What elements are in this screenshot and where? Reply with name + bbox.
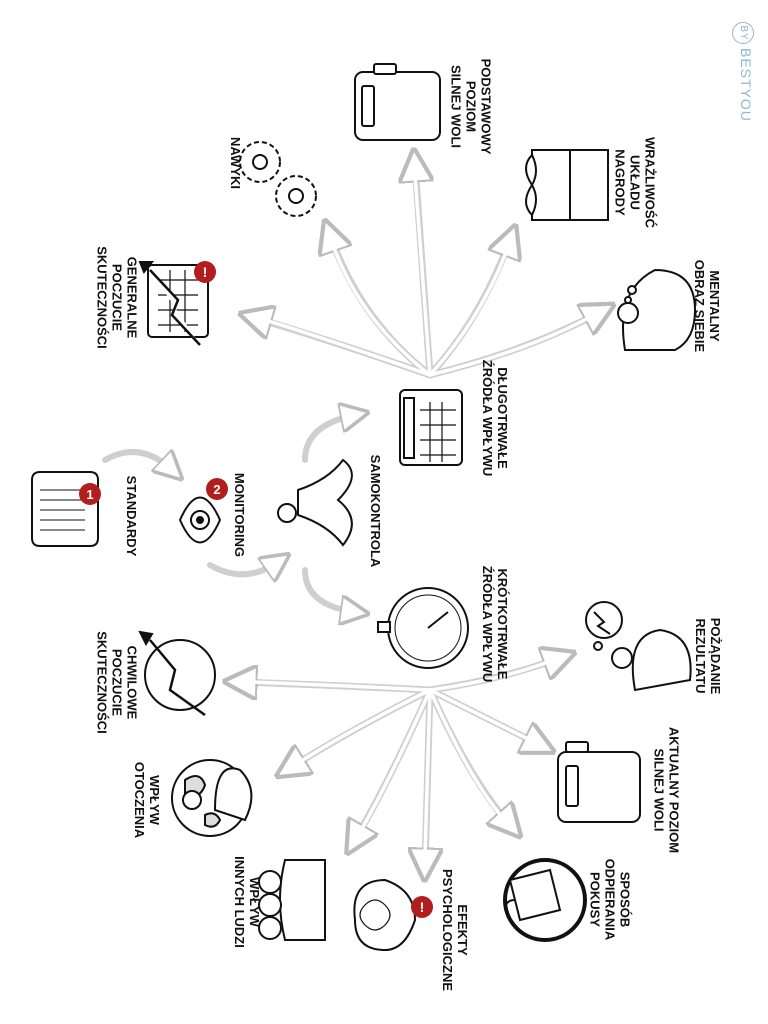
label-line: POCZUCIE — [109, 263, 125, 332]
alert-badge-efekty: ! — [411, 896, 433, 918]
label-line: NAGRODY — [612, 149, 628, 216]
eye-icon — [178, 496, 222, 544]
label-line: REZULTATU — [693, 618, 708, 694]
people-group-icon — [258, 859, 326, 941]
label-line: SILNEJ WOLI — [651, 748, 667, 832]
label-line: DŁUGOTRWAŁE — [495, 367, 510, 469]
label-line: AKTUALNY POZIOM — [666, 726, 682, 854]
label-aktualny: AKTUALNY POZIOM SILNEJ WOLI — [652, 723, 682, 858]
canister-icon-current — [557, 741, 641, 823]
label-line: PODSTAWOWY — [478, 58, 494, 155]
calendar-icon — [399, 389, 463, 466]
label-line: OBRAZ SIEBIE — [692, 259, 707, 353]
calendar-chart-icon — [138, 261, 209, 346]
label-krotkotrwale: KRÓTKOTRWAŁE ŹRÓDŁA WPŁYWU — [480, 559, 510, 689]
label-line: SILNEJ WOLI — [448, 64, 464, 149]
label-line: EFEKTY — [455, 904, 470, 956]
brand-name: BESTYOU — [738, 48, 754, 122]
label-line: POCZUCIE — [109, 648, 125, 717]
label-line: PSYCHOLOGICZNE — [440, 868, 455, 992]
number-badge-monitoring: 2 — [206, 478, 228, 500]
clock-chart-icon — [138, 630, 216, 717]
label-chwilowe: CHWILOWE POCZUCIE SKUTECZNOŚCI — [95, 618, 140, 748]
meditating-person-icon — [277, 458, 353, 547]
label-line: NAWYKI — [228, 137, 243, 189]
flow-arrows — [102, 415, 355, 612]
label-line: MENTALNY — [707, 270, 722, 342]
label-monitoring: MONITORING — [231, 465, 247, 565]
label-line: WRAŻLIWOŚĆ — [642, 137, 658, 228]
label-line: WPŁYW — [147, 775, 162, 825]
label-line: ŹRÓDŁA WPŁYWU — [480, 565, 495, 683]
label-line: STANDARDY — [124, 475, 139, 557]
alert-badge-generalne: ! — [194, 261, 216, 283]
globe-head-icon — [171, 759, 253, 837]
label-standardy: STANDARDY — [123, 471, 139, 561]
label-nawyki: NAWYKI — [227, 128, 243, 198]
label-dlugotrwale: DŁUGOTRWAŁE ŹRÓDŁA WPŁYWU — [480, 353, 510, 483]
label-line: POKUSY — [587, 872, 603, 927]
label-line: MONITORING — [232, 472, 247, 558]
label-line: SKUTECZNOŚCI — [94, 246, 110, 349]
label-line: KRÓTKOTRWAŁE — [495, 568, 510, 680]
label-wrazliwosc: WRAŻLIWOŚĆ UKŁADU NAGRODY — [613, 133, 658, 233]
label-line: OTOCZENIA — [132, 761, 147, 839]
label-efekty: EFEKTY PSYCHOLOGICZNE — [440, 865, 470, 995]
label-line: POZIOM — [463, 80, 479, 133]
label-line: SAMOKONTROLA — [368, 454, 383, 568]
label-line: POŻĄDANIE — [708, 617, 723, 695]
label-generalne: GENERALNE POCZUCIE SKUTECZNOŚCI — [95, 233, 140, 363]
badge-text-efekty: ! — [420, 899, 425, 915]
long-term-arrows-inner — [263, 173, 594, 377]
label-otoczenie: WPŁYW OTOCZENIA — [132, 755, 162, 845]
label-pozadanie: POŻĄDANIE REZULTATU — [693, 606, 723, 706]
label-line: SPOSÓB — [617, 871, 633, 928]
label-line: WPŁYW — [247, 877, 262, 927]
label-samokontrola: SAMOKONTROLA — [367, 451, 383, 571]
label-line: UKŁADU — [627, 155, 643, 210]
label-line: INNYCH LUDZI — [232, 856, 247, 948]
stopwatch-icon — [377, 587, 469, 669]
label-line: SKUTECZNOŚCI — [94, 631, 110, 734]
brand-mark-icon: BY — [732, 22, 754, 44]
badge-text-generalne: ! — [203, 264, 208, 280]
brain-head-icon — [353, 878, 417, 952]
short-term-arrows-inner — [248, 659, 553, 857]
shield-hand-icon — [503, 858, 587, 942]
gears-icon — [239, 141, 317, 217]
brand-logo: BY BESTYOU — [730, 22, 754, 122]
canister-icon — [354, 63, 441, 141]
label-line: ŹRÓDŁA WPŁYWU — [480, 359, 495, 477]
head-bust-icon — [617, 268, 697, 351]
label-mentalny: MENTALNY OBRAZ SIEBIE — [692, 251, 722, 361]
badge-text-standardy: 1 — [86, 487, 93, 502]
label-sposob: SPOSÓB ODPIERANIA POKUSY — [588, 845, 633, 955]
number-badge-standardy: 1 — [79, 483, 101, 505]
label-podstawowy: PODSTAWOWY POZIOM SILNEJ WOLI — [449, 47, 494, 167]
desire-thought-icon — [585, 601, 692, 692]
label-inni: WPŁYW INNYCH LUDZI — [232, 847, 262, 957]
label-line: ODPIERANIA — [602, 858, 618, 941]
label-line: GENERALNE — [124, 256, 140, 339]
scroll-icon — [31, 471, 99, 547]
gift-box-icon — [525, 149, 609, 221]
label-line: CHWILOWE — [124, 645, 140, 720]
badge-text-monitoring: 2 — [213, 482, 220, 497]
